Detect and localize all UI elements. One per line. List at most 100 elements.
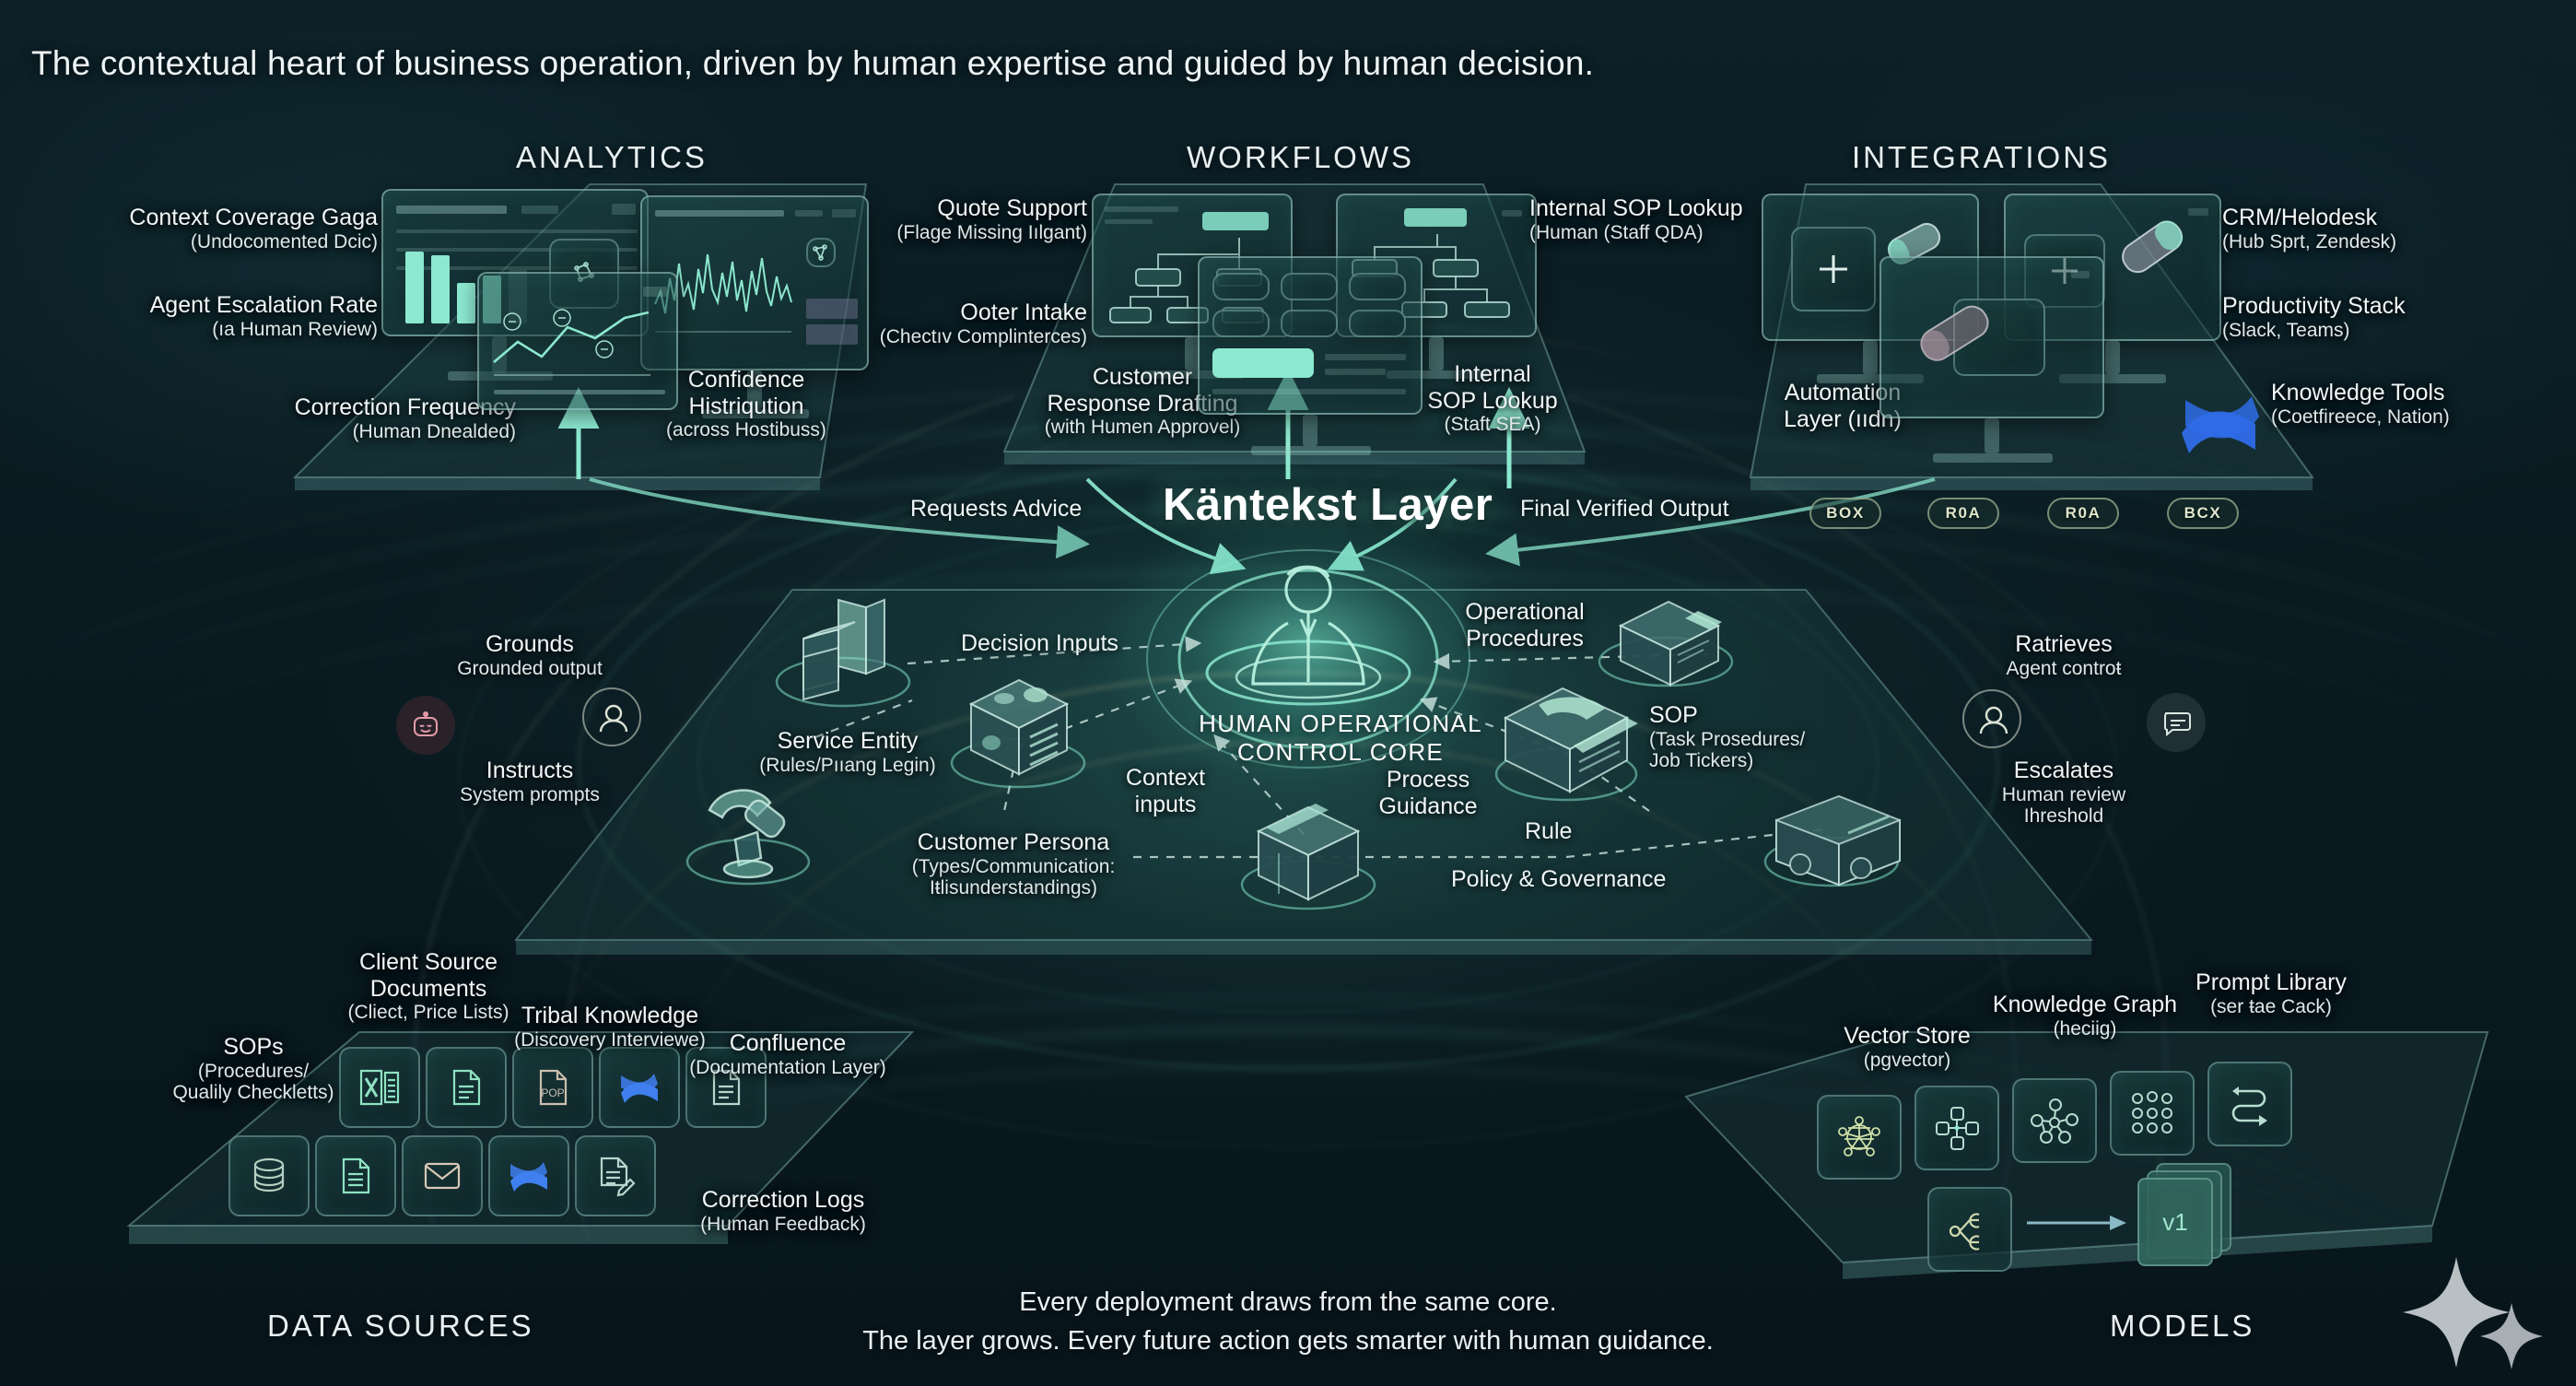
flow-operational-procedures: Operational Procedures	[1465, 599, 1585, 652]
data-source-tile[interactable]	[488, 1135, 569, 1216]
monitor-base	[1933, 453, 2053, 463]
label-knowledge-tools: Knowledge Tools (Coetfireece, Nation)	[2271, 380, 2450, 428]
section-title-workflows: WORKFLOWS	[1187, 140, 1414, 174]
workflow-monitor-grid[interactable]	[1198, 256, 1423, 415]
data-source-tile[interactable]	[426, 1047, 507, 1128]
sop-box-icon[interactable]	[1491, 677, 1645, 799]
label-tribal-knowledge: Tribal Knowledge (Discovery Interviewe)	[514, 1003, 706, 1051]
monitor-stand	[747, 370, 762, 409]
customer-persona-icon[interactable]	[956, 673, 1085, 783]
tree-graph	[1352, 234, 1510, 318]
document-icon	[712, 1069, 741, 1106]
confluence-icon	[510, 1162, 547, 1192]
svg-text:POP: POP	[541, 1086, 564, 1099]
label-grounds: Grounds Grounded output	[457, 631, 603, 679]
data-source-tile[interactable]	[315, 1135, 396, 1216]
email-icon	[424, 1162, 461, 1190]
label-internal-sop-lookup-human: Internal SOP Lookup (Human (Staff QDA)	[1529, 195, 1743, 243]
confluence-icon	[621, 1074, 658, 1103]
data-source-tile[interactable]	[575, 1135, 656, 1216]
model-tile[interactable]	[1927, 1187, 2012, 1272]
model-tile[interactable]	[1914, 1086, 1999, 1170]
label-sop: SOP (Task Prosedures/ Job Tickers)	[1649, 702, 1806, 772]
label-instructs: Instructs System prompts	[460, 758, 600, 805]
footer-line-2: The layer grows. Every future action get…	[862, 1326, 1714, 1356]
node-matrix-icon	[2132, 1091, 2172, 1133]
analytics-monitor-linechart[interactable]	[477, 272, 678, 410]
plus-icon	[1820, 255, 1847, 283]
model-tile[interactable]	[2110, 1071, 2195, 1156]
flow-requests-advice: Requests Advice	[910, 496, 1083, 522]
flow-policy-governance: Policy & Governance	[1451, 866, 1667, 892]
monitor-base	[702, 409, 809, 418]
label-ratrieves: Ratrieves Agent controŧ	[2006, 631, 2122, 679]
model-version-stack[interactable]: v1	[2136, 1163, 2255, 1274]
document-icon	[342, 1157, 370, 1194]
label-customer-persona: Customer Persona (Types/Communication: I…	[911, 829, 1116, 899]
model-tile[interactable]	[1817, 1095, 1902, 1180]
pdf-icon: POP	[539, 1069, 568, 1106]
model-flow-arrow	[2027, 1216, 2126, 1230]
integration-monitor-center[interactable]	[1879, 256, 2104, 418]
user-avatar-icon[interactable]	[1962, 689, 2021, 748]
data-source-tile[interactable]	[339, 1047, 420, 1128]
model-version-label: v1	[2162, 1207, 2188, 1236]
spreadsheet-icon	[359, 1069, 400, 1106]
document-icon	[452, 1069, 481, 1106]
label-internal-sop-lookup-staff: Internal SOP Lookup (Staft SEA)	[1427, 361, 1558, 435]
data-source-tile[interactable]	[685, 1047, 767, 1128]
monitor-base	[1817, 374, 1924, 383]
operational-procedures-icon[interactable]	[1608, 594, 1733, 692]
monitor-base	[1142, 370, 1244, 379]
label-correction-frequency: Correction Frequency (Human Dnealded)	[294, 394, 516, 442]
process-guidance-icon[interactable]	[1244, 802, 1375, 909]
edit-document-icon	[600, 1157, 636, 1197]
line-chart	[493, 309, 650, 376]
chat-bubble-icon[interactable]	[2147, 693, 2206, 752]
page-headline: The contextual heart of business operati…	[31, 44, 1595, 82]
puzzle-piece-icon	[1920, 305, 1989, 361]
policy-governance-icon[interactable]	[1760, 783, 1916, 894]
flow-final-verified-output: Final Verified Output	[1520, 496, 1729, 522]
label-confidence-distribution: Confidence Histriqution (across Hostibus…	[666, 367, 826, 440]
monitor-stand	[1429, 337, 1444, 370]
prompt-loop-icon	[2231, 1086, 2267, 1126]
section-title-models: MODELS	[2110, 1309, 2255, 1343]
model-tile[interactable]	[2207, 1062, 2292, 1146]
label-quote-support: Quote Support (Flage Missing Iılgant)	[896, 195, 1087, 243]
robot-arm-icon[interactable]	[693, 779, 813, 885]
graph-cross-icon	[1936, 1107, 1979, 1150]
label-productivity-stack: Productivity Stack (Slack, Teams)	[2222, 293, 2406, 341]
decision-tree-icon	[1949, 1213, 1980, 1251]
label-service-entity: Service Entity (Rules/Pııang Legin)	[759, 728, 936, 776]
data-source-tile[interactable]	[599, 1047, 680, 1128]
kantekst-layer-title: Käntekst Layer	[1163, 480, 1493, 530]
footer-line-1: Every deployment draws from the same cor…	[1019, 1287, 1557, 1317]
user-avatar-icon[interactable]	[582, 687, 641, 746]
monitor-stand	[1185, 337, 1200, 370]
integration-pill-rua-1[interactable]: R0A	[1927, 498, 1999, 529]
monitor-base	[2059, 374, 2166, 383]
monitor-base	[1251, 446, 1371, 455]
flow-context-inputs: Context inputs	[1125, 765, 1206, 817]
integration-pill-bcx[interactable]: BCX	[2167, 498, 2239, 529]
robot-face-icon[interactable]	[396, 696, 455, 755]
monitor-base	[1387, 370, 1488, 379]
service-entity-icon[interactable]	[781, 594, 919, 705]
model-tile[interactable]	[2012, 1078, 2097, 1163]
knowledge-graph-icon	[2031, 1098, 2078, 1144]
data-source-tile[interactable]: POP	[512, 1047, 593, 1128]
integration-pill-rua-2[interactable]: R0A	[2047, 498, 2119, 529]
monitor-stand	[2105, 341, 2120, 374]
label-client-source-documents: Client Source Documents (Cliect, Price L…	[347, 949, 509, 1023]
data-source-tile[interactable]	[228, 1135, 310, 1216]
monitor-stand	[1863, 341, 1878, 374]
integration-pill-box[interactable]: BOX	[1809, 498, 1881, 529]
human-operator-icon	[1251, 565, 1365, 686]
sparkle-watermark-icon	[2403, 1257, 2543, 1369]
database-icon	[253, 1157, 285, 1192]
label-vector-store: Vector Store (pgvector)	[1844, 1023, 1971, 1071]
label-knowledge-graph: Knowledge Graph (heciig)	[1992, 992, 2178, 1040]
data-source-tile[interactable]	[402, 1135, 483, 1216]
label-prompt-library: Prompt Library (ser ŧae Cack)	[2195, 969, 2347, 1017]
